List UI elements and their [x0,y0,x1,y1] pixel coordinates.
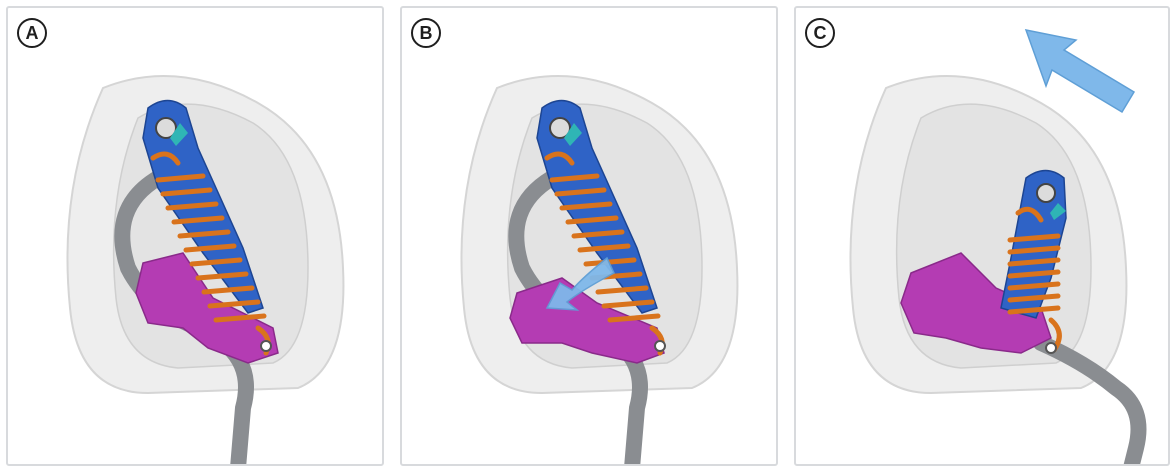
panel-a: A [6,6,384,466]
panel-b: B [400,6,778,466]
diagonal-arrow-icon [1026,30,1134,112]
mechanism-illustration-c [796,8,1170,466]
mechanism-illustration-a [8,8,384,466]
panel-c: C [794,6,1170,466]
mechanism-illustration-b [402,8,778,466]
